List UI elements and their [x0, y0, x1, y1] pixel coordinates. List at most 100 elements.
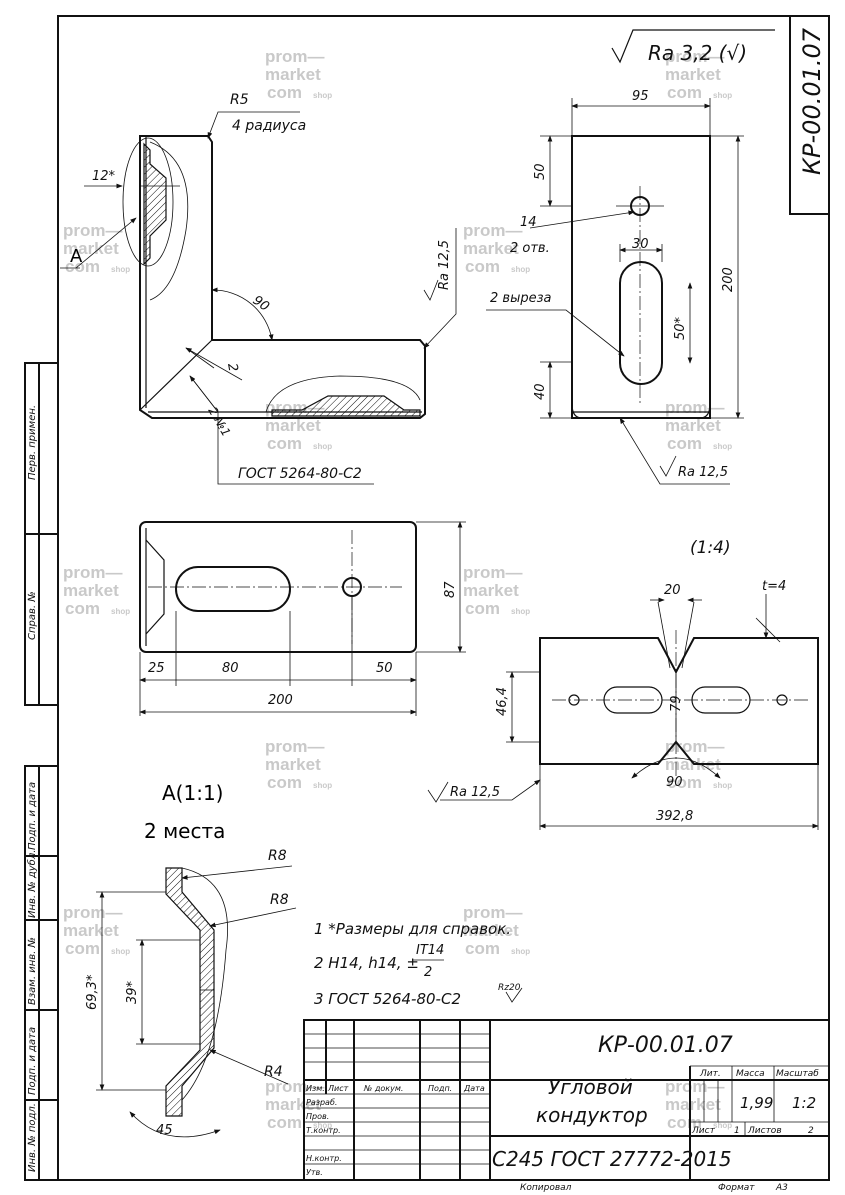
- svg-text:market: market: [63, 921, 119, 940]
- svg-text:3 ГОСТ 5264-80-С2: 3 ГОСТ 5264-80-С2: [314, 990, 461, 1008]
- svg-text:prom—: prom—: [63, 221, 123, 240]
- svg-text:1 *Размеры для справок.: 1 *Размеры для справок.: [314, 920, 511, 938]
- svg-text:200: 200: [721, 267, 736, 292]
- svg-text:R5: R5: [230, 92, 249, 108]
- svg-text:Листов: Листов: [747, 1126, 782, 1136]
- general-roughness: Ra 3,2 (√): [611, 29, 775, 65]
- margin-label: Инв. № дубл.: [26, 850, 38, 918]
- margin-label: Взам. инв. №: [27, 937, 38, 1005]
- svg-text:Т.контр.: Т.контр.: [306, 1126, 341, 1135]
- side-view: 95 50 14 2 отв. 30 2 выреза 50* 200 40 R…: [486, 89, 744, 485]
- svg-text:market: market: [265, 65, 321, 84]
- svg-text:Н.контр.: Н.контр.: [306, 1154, 342, 1163]
- svg-text:prom—: prom—: [63, 903, 123, 922]
- svg-text:Ra 12,5: Ra 12,5: [450, 785, 500, 800]
- svg-text:market: market: [463, 239, 519, 258]
- svg-text:market: market: [665, 416, 721, 435]
- svg-text:90: 90: [666, 775, 683, 790]
- svg-text:А3: А3: [775, 1183, 788, 1193]
- margin-label: Подп. и дата: [27, 782, 38, 850]
- svg-text:shop: shop: [511, 265, 530, 274]
- svg-text:market: market: [265, 416, 321, 435]
- svg-text:14: 14: [520, 215, 537, 230]
- svg-text:45: 45: [156, 1123, 173, 1138]
- corner-stamp: КР-00.01.07: [789, 16, 829, 215]
- svg-text:shop: shop: [313, 1121, 332, 1130]
- svg-text:com: com: [667, 83, 702, 102]
- svg-text:com: com: [267, 83, 302, 102]
- technical-notes: 1 *Размеры для справок. 2 Н14, h14, ± IT…: [314, 920, 523, 1008]
- svg-text:Масса: Масса: [736, 1069, 765, 1079]
- svg-text:market: market: [463, 921, 519, 940]
- svg-text:Подп.: Подп.: [428, 1084, 452, 1093]
- svg-text:1,99: 1,99: [740, 1094, 773, 1112]
- svg-text:prom—: prom—: [463, 221, 523, 240]
- svg-text:80: 80: [222, 661, 239, 676]
- svg-text:A: A: [70, 246, 83, 267]
- svg-text:market: market: [665, 755, 721, 774]
- svg-text:com: com: [65, 257, 100, 276]
- svg-text:market: market: [265, 755, 321, 774]
- svg-text:com: com: [65, 599, 100, 618]
- margin-label: Подп. и дата: [27, 1027, 38, 1095]
- svg-text:Ra 3,2 (√): Ra 3,2 (√): [648, 41, 747, 65]
- svg-text:com: com: [667, 434, 702, 453]
- left-margin-stamps: Перв. примен. Справ. № Подп. и дата Инв.…: [24, 362, 59, 1181]
- svg-text:shop: shop: [511, 607, 530, 616]
- svg-text:КР-00.01.07: КР-00.01.07: [598, 1033, 733, 1058]
- svg-text:prom—: prom—: [665, 1077, 725, 1096]
- svg-text:Разраб.: Разраб.: [306, 1098, 337, 1107]
- svg-text:shop: shop: [111, 607, 130, 616]
- svg-text:Лист: Лист: [327, 1084, 349, 1093]
- svg-text:shop: shop: [713, 1121, 732, 1130]
- svg-text:R4: R4: [264, 1064, 283, 1080]
- svg-text:com: com: [65, 939, 100, 958]
- svg-text:prom—: prom—: [665, 398, 725, 417]
- svg-text:shop: shop: [713, 442, 732, 451]
- blank-view: (1:4) 20 t=4 46,4 79 90 Ra 12,5 392,8: [427, 538, 819, 830]
- svg-text:shop: shop: [713, 781, 732, 790]
- svg-text:25: 25: [148, 661, 165, 676]
- svg-text:com: com: [667, 1113, 702, 1132]
- svg-text:90: 90: [250, 293, 272, 315]
- svg-text:50: 50: [533, 163, 548, 180]
- svg-text:shop: shop: [713, 91, 732, 100]
- svg-text:com: com: [465, 257, 500, 276]
- svg-text:2 Н14, h14, ±: 2 Н14, h14, ±: [314, 954, 419, 972]
- svg-text:shop: shop: [313, 91, 332, 100]
- svg-text:shop: shop: [111, 947, 130, 956]
- svg-text:Лит.: Лит.: [699, 1069, 721, 1079]
- svg-text:prom—: prom—: [265, 47, 325, 66]
- svg-text:Угловой: Угловой: [548, 1075, 633, 1099]
- svg-text:com: com: [465, 939, 500, 958]
- svg-text:Утв.: Утв.: [306, 1168, 323, 1177]
- front-view: 90 R5 4 радиуса 12* A 2 2 №1 ГОСТ 5264-8…: [60, 92, 457, 485]
- svg-text:Ra 12,5: Ra 12,5: [678, 465, 728, 480]
- svg-text:market: market: [463, 581, 519, 600]
- svg-text:2 №1: 2 №1: [205, 405, 233, 439]
- svg-text:R8: R8: [268, 848, 287, 864]
- svg-text:392,8: 392,8: [656, 809, 693, 824]
- svg-text:shop: shop: [313, 442, 332, 451]
- svg-text:R8: R8: [270, 892, 289, 908]
- detail-a: А(1:1) 2 места R8 R8 R4 69,3* 39* 45: [85, 781, 297, 1138]
- svg-text:2: 2: [424, 965, 432, 980]
- top-view: 87 25 80 50 200: [139, 521, 466, 716]
- svg-text:ГОСТ 5264-80-С2: ГОСТ 5264-80-С2: [238, 466, 362, 482]
- svg-text:2 места: 2 места: [144, 819, 225, 843]
- title-block: Изм. Лист № докум. Подп. Дата Разраб. Пр…: [303, 1019, 830, 1193]
- svg-text:95: 95: [632, 89, 649, 104]
- svg-text:4 радиуса: 4 радиуса: [232, 118, 306, 134]
- svg-text:40: 40: [533, 383, 548, 400]
- svg-text:12*: 12*: [92, 169, 116, 184]
- svg-text:2: 2: [224, 362, 240, 373]
- svg-text:prom—: prom—: [665, 737, 725, 756]
- svg-text:С245 ГОСТ 27772-2015: С245 ГОСТ 27772-2015: [492, 1147, 732, 1171]
- svg-text:№ докум.: № докум.: [363, 1084, 403, 1093]
- svg-text:20: 20: [664, 583, 681, 598]
- svg-text:Дата: Дата: [463, 1084, 485, 1093]
- margin-label: Инв. № подл.: [27, 1103, 38, 1172]
- svg-text:prom—: prom—: [463, 903, 523, 922]
- svg-text:87: 87: [443, 581, 458, 598]
